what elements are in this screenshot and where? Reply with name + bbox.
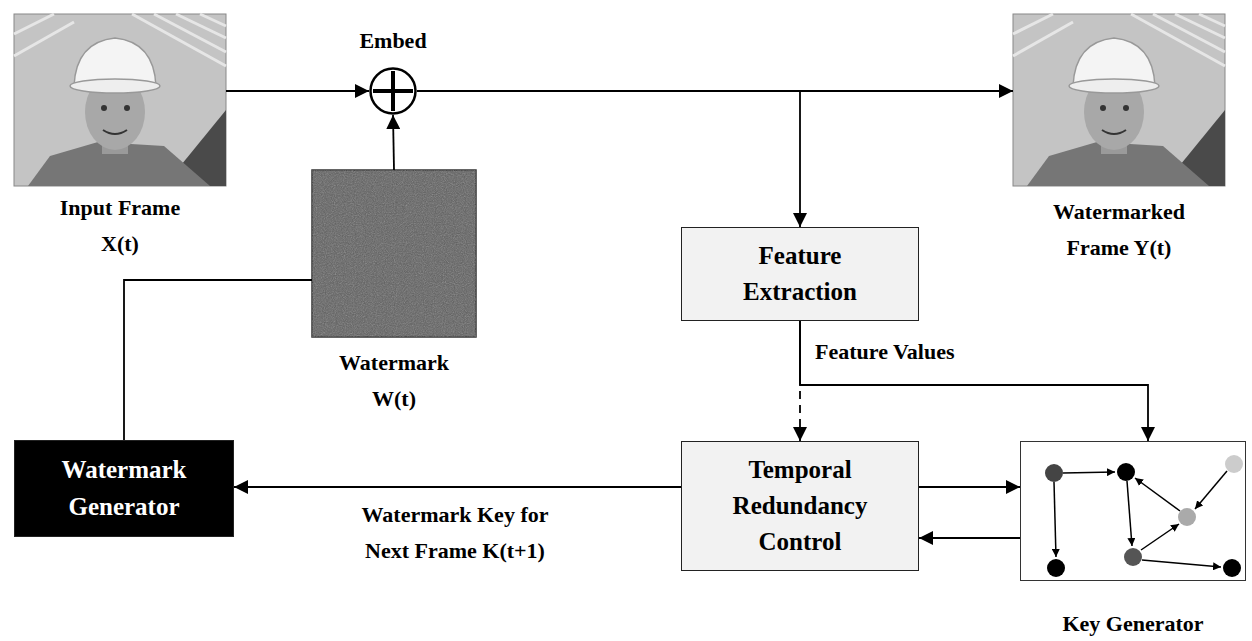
caption: Key Generator bbox=[1062, 606, 1203, 641]
connector-arrow bbox=[417, 91, 800, 227]
box-label: Feature Extraction bbox=[725, 238, 875, 311]
connector-arrow bbox=[393, 115, 394, 170]
process-box: Temporal Redundancy Control bbox=[681, 441, 919, 571]
key-generator-box: Key Generator bbox=[1020, 441, 1246, 581]
watermark-noise bbox=[312, 170, 476, 337]
box-label: Watermark Generator bbox=[39, 452, 209, 525]
key-graph-dots bbox=[1045, 455, 1243, 577]
video-frame-photo bbox=[14, 14, 226, 186]
connector-arrow bbox=[234, 486, 681, 488]
video-frame-photo bbox=[1013, 14, 1225, 186]
connector-arrow bbox=[226, 90, 369, 92]
input-frame: Input Frame X(t) bbox=[14, 14, 226, 186]
edge-label: Watermark Key for Next Frame K(t+1) bbox=[355, 497, 555, 570]
key-graph bbox=[1054, 471, 1227, 567]
adder-circle bbox=[371, 69, 416, 114]
caption: Watermarked Frame Y(t) bbox=[1053, 194, 1185, 267]
caption: Embed bbox=[359, 23, 426, 59]
connector-arrow bbox=[800, 321, 1148, 441]
embed-adder: Embed bbox=[369, 67, 417, 115]
generator-box: Watermark Generator bbox=[14, 440, 234, 537]
watermarked-frame: Watermarked Frame Y(t) bbox=[1013, 14, 1225, 186]
connector-arrow bbox=[124, 280, 312, 440]
process-box: Feature Extraction bbox=[681, 227, 919, 321]
caption: Watermark W(t) bbox=[324, 345, 464, 418]
box-label: Temporal Redundancy Control bbox=[715, 452, 885, 561]
connector-arrow bbox=[919, 537, 1020, 539]
connector-arrow bbox=[919, 486, 1020, 488]
caption: Input Frame X(t) bbox=[45, 190, 195, 263]
adder-symbol bbox=[369, 67, 417, 115]
plus-sign bbox=[373, 71, 413, 111]
edge-label: Feature Values bbox=[815, 334, 955, 370]
watermark-pattern: Watermark W(t) bbox=[312, 170, 476, 337]
